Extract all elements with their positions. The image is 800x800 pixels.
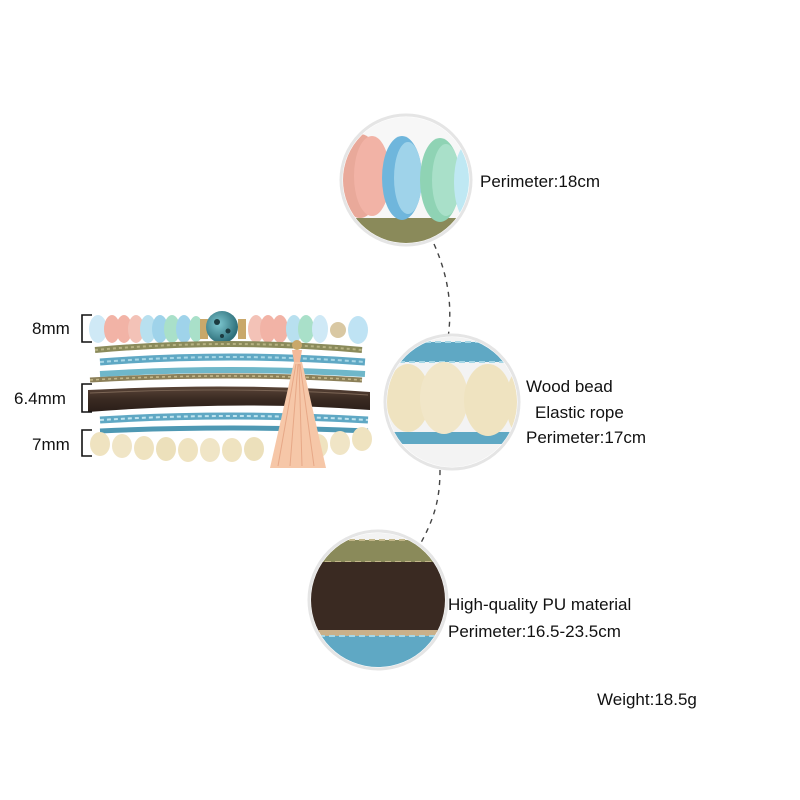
tassel bbox=[270, 340, 326, 468]
wood-perimeter-label: Perimeter:17cm bbox=[526, 428, 646, 447]
bead-detail-circle bbox=[339, 113, 473, 247]
dimension-label-bottom: 7mm bbox=[32, 435, 70, 454]
bead-strand bbox=[89, 311, 368, 344]
elastic-rope-label: Elastic rope bbox=[535, 403, 624, 422]
weight-label: Weight:18.5g bbox=[597, 690, 697, 709]
pu-material-label: High-quality PU material bbox=[448, 595, 632, 614]
wood-bead-label: Wood bead bbox=[526, 377, 613, 396]
leather-detail-circle bbox=[307, 529, 449, 671]
wood-detail-circle bbox=[383, 333, 521, 471]
leather-perimeter-label: Perimeter:16.5-23.5cm bbox=[448, 622, 621, 641]
bead-perimeter-label: Perimeter:18cm bbox=[480, 172, 600, 191]
dimension-label-top: 8mm bbox=[32, 319, 70, 338]
dimension-brackets bbox=[81, 314, 92, 457]
dimension-label-middle: 6.4mm bbox=[14, 389, 66, 408]
